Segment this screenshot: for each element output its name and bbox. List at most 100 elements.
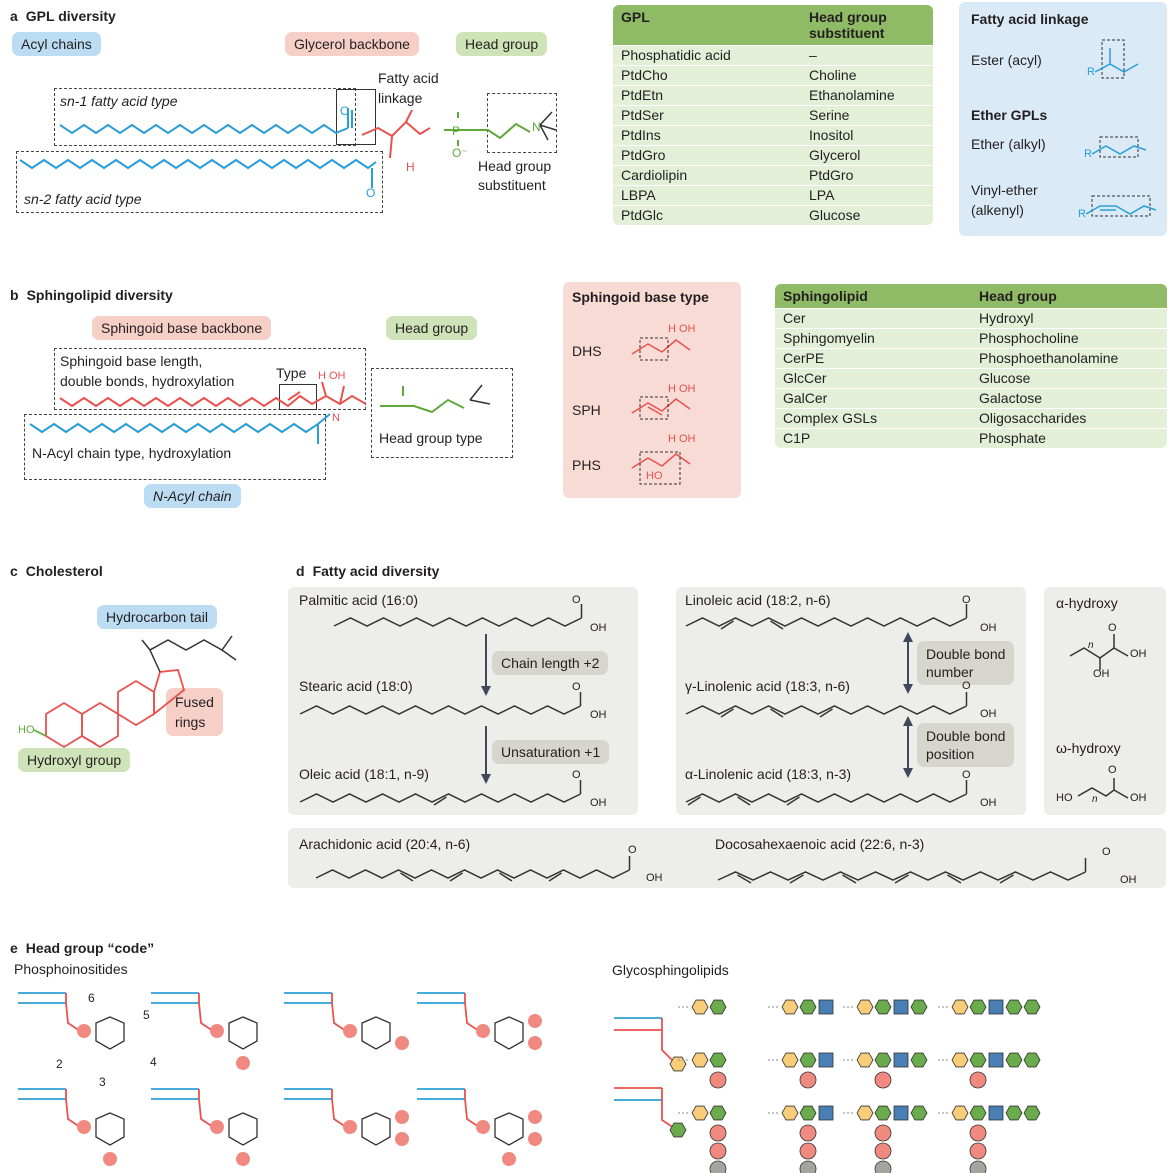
acyl-chains-label: Acyl chains bbox=[12, 32, 101, 56]
omega-n: n bbox=[1092, 794, 1098, 805]
sugar-hexagon-icon bbox=[856, 1105, 874, 1121]
carboxyl-oh-1: OH bbox=[590, 709, 607, 721]
phs-ho: HO bbox=[646, 470, 663, 482]
table-row: Phosphatidic acid– bbox=[613, 45, 933, 65]
carboxyl-o-4: O bbox=[962, 680, 971, 692]
sugar-hexagon-icon bbox=[951, 1105, 969, 1121]
sphingoid-base-panel bbox=[563, 282, 741, 498]
long-fa-box bbox=[288, 828, 1166, 888]
r-ether: R bbox=[1084, 148, 1092, 160]
carboxyl-oh-7: OH bbox=[1120, 874, 1137, 886]
sugar-circle-icon bbox=[709, 1071, 727, 1089]
position-3: 3 bbox=[99, 1075, 106, 1089]
carboxyl-oh-3: OH bbox=[980, 622, 997, 634]
sugar-square-icon bbox=[893, 1052, 909, 1068]
phosphate-icon bbox=[236, 1056, 250, 1070]
table-cell: CerPE bbox=[783, 350, 825, 366]
phosphate-icon bbox=[236, 1152, 250, 1166]
type-label: Type bbox=[276, 365, 307, 381]
phosphoinositides-label: Phosphoinositides bbox=[14, 961, 128, 977]
phs-label: PHS bbox=[572, 457, 601, 473]
atom-h: H bbox=[406, 160, 415, 174]
phosphate-icon bbox=[395, 1132, 409, 1146]
phosphate-icon bbox=[103, 1152, 117, 1166]
stearic-label: Stearic acid (18:0) bbox=[299, 678, 413, 694]
sl-n: N bbox=[332, 412, 340, 424]
oleic-chain bbox=[299, 780, 582, 806]
sugar-hexagon-icon bbox=[799, 1105, 817, 1121]
sn2-box bbox=[16, 151, 383, 213]
phosphoinositide-6 bbox=[284, 1088, 409, 1146]
sugar-hexagon-icon bbox=[1023, 999, 1041, 1015]
omega-ho: HO bbox=[1056, 792, 1073, 804]
phosphate-icon bbox=[528, 1132, 542, 1146]
atom-n: N bbox=[532, 120, 541, 134]
head-type-box bbox=[371, 368, 513, 458]
oleic-label: Oleic acid (18:1, n-9) bbox=[299, 766, 429, 782]
phs-h-oh: H OH bbox=[668, 433, 696, 445]
glycosphingolipids-label: Glycosphingolipids bbox=[612, 962, 729, 978]
dhs-label: DHS bbox=[572, 343, 602, 359]
head-substituent-label-2: substituent bbox=[478, 177, 546, 193]
table-cell: Cer bbox=[783, 310, 806, 326]
sugar-circle-icon bbox=[874, 1124, 892, 1142]
carboxyl-o-0: O bbox=[572, 594, 581, 606]
table-cell: Glucose bbox=[979, 370, 1031, 386]
head-type-label: Head group type bbox=[379, 430, 483, 446]
omega-hydroxy-label: ω-hydroxy bbox=[1056, 740, 1121, 756]
linkage-panel bbox=[959, 2, 1167, 236]
sugar-hexagon-icon bbox=[1005, 1052, 1023, 1068]
n-acyl-chain-label: N-Acyl chain bbox=[144, 484, 241, 508]
table-cell: PtdGlc bbox=[621, 207, 664, 223]
carboxyl-o-7: O bbox=[1102, 846, 1111, 858]
carboxyl-oh-5: OH bbox=[980, 797, 997, 809]
sphingoid-base-title: Sphingoid base type bbox=[572, 289, 709, 305]
polyunsaturated-fa-box bbox=[676, 587, 1026, 815]
omega-oh: OH bbox=[1130, 792, 1147, 804]
arachidonic-chain bbox=[315, 856, 631, 882]
carboxyl-oh-0: OH bbox=[590, 622, 607, 634]
sugar-circle-icon bbox=[799, 1142, 817, 1160]
alpha-hydroxy-label: α-hydroxy bbox=[1056, 595, 1118, 611]
phosphate-icon bbox=[77, 1120, 91, 1134]
table-cell: Ethanolamine bbox=[809, 87, 895, 103]
sugar-square-icon bbox=[988, 999, 1004, 1015]
dha-chain bbox=[717, 858, 1087, 884]
phosphate-icon bbox=[528, 1110, 542, 1124]
phosphoinositide-4 bbox=[18, 1088, 125, 1166]
sugar-hexagon-icon bbox=[1005, 1105, 1023, 1121]
phosphate-icon bbox=[395, 1110, 409, 1124]
glycosphingolipid-series bbox=[614, 999, 1041, 1173]
phosphate-icon bbox=[343, 1024, 357, 1038]
linkage-box bbox=[336, 89, 376, 145]
table-cell: GalCer bbox=[783, 390, 828, 406]
carboxyl-o-5: O bbox=[962, 769, 971, 781]
sl-head-group-label: Head group bbox=[386, 316, 478, 340]
arachidonic-label: Arachidonic acid (20:4, n-6) bbox=[299, 836, 471, 852]
table-cell: PtdGro bbox=[621, 147, 666, 163]
sugar-circle-icon bbox=[874, 1071, 892, 1089]
acyl-type-label: N-Acyl chain type, hydroxylation bbox=[32, 445, 232, 461]
table-cell: PtdCho bbox=[621, 67, 668, 83]
vinyl-label-2: (alkenyl) bbox=[971, 202, 1024, 218]
position-5: 5 bbox=[143, 1008, 150, 1022]
table-cell: – bbox=[809, 47, 817, 63]
atom-o-1: O bbox=[340, 104, 350, 118]
r-vinyl: R bbox=[1078, 208, 1086, 220]
sugar-hexagon-icon bbox=[781, 1052, 799, 1068]
